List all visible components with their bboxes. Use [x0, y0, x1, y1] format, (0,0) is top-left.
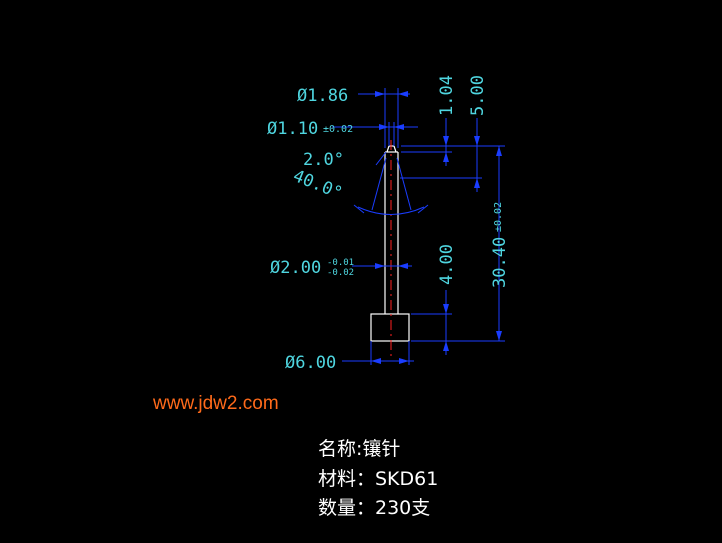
quantity-label: 数量：230支 — [318, 497, 431, 519]
material-label: 材料：SKD61 — [318, 468, 439, 490]
dim-dia-shank: Ø2.00 — [270, 258, 321, 278]
dim-dia-tip-tol: ±0.02 — [323, 124, 353, 135]
website-watermark: www.jdw2.com — [153, 393, 279, 414]
arrowheads — [371, 91, 502, 364]
part-name-label: 名称:镶针 — [318, 438, 401, 460]
dimension-lines — [332, 88, 505, 365]
dim-dia-base: Ø6.00 — [285, 353, 336, 373]
dim-len-tip: 1.04 — [437, 75, 457, 116]
dim-dia-shank-tol-lower: -0.02 — [327, 268, 354, 278]
dim-dia-shank-tol-upper: -0.01 — [327, 258, 354, 268]
dim-angle-taper: 40.0° — [290, 166, 345, 204]
dim-len-total: 30.40 — [490, 237, 510, 288]
dim-len-total-tol: ±0.02 — [493, 202, 504, 232]
part-outline — [370, 145, 410, 342]
dim-angle-small: 2.0° — [303, 150, 344, 170]
dim-len-base: 4.00 — [437, 244, 457, 285]
dim-dia-tip: Ø1.10 — [267, 119, 318, 139]
dim-dia-head-top: Ø1.86 — [297, 86, 348, 106]
dim-len-taper: 5.00 — [468, 75, 488, 116]
